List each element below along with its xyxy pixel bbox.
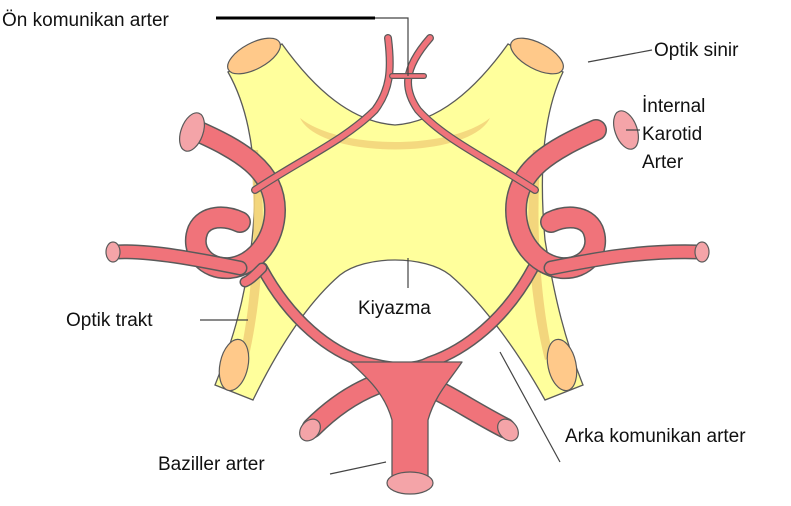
left-carotid-end (175, 109, 209, 154)
left-middle-cerebral-end (106, 242, 120, 262)
right-middle-cerebral-end (695, 242, 709, 262)
label-internal-carotid-line2: Karotid (642, 124, 702, 145)
label-internal-carotid-line1: İnternal (642, 96, 705, 117)
basilar-artery-end (387, 472, 433, 494)
label-internal-carotid-line3: Arter (642, 152, 684, 173)
label-chiasm: Kiyazma (358, 298, 431, 319)
label-posterior-communicating-artery: Arka komunikan arter (565, 426, 746, 447)
label-optic-tract: Optik trakt (66, 310, 153, 331)
leader-basilar (330, 462, 386, 474)
label-optic-nerve: Optik sinir (654, 40, 739, 61)
label-anterior-communicating-artery: Ön komunikan arter (2, 10, 170, 31)
label-basilar-artery: Baziller arter (158, 454, 265, 475)
leader-optic-nerve (588, 50, 652, 62)
